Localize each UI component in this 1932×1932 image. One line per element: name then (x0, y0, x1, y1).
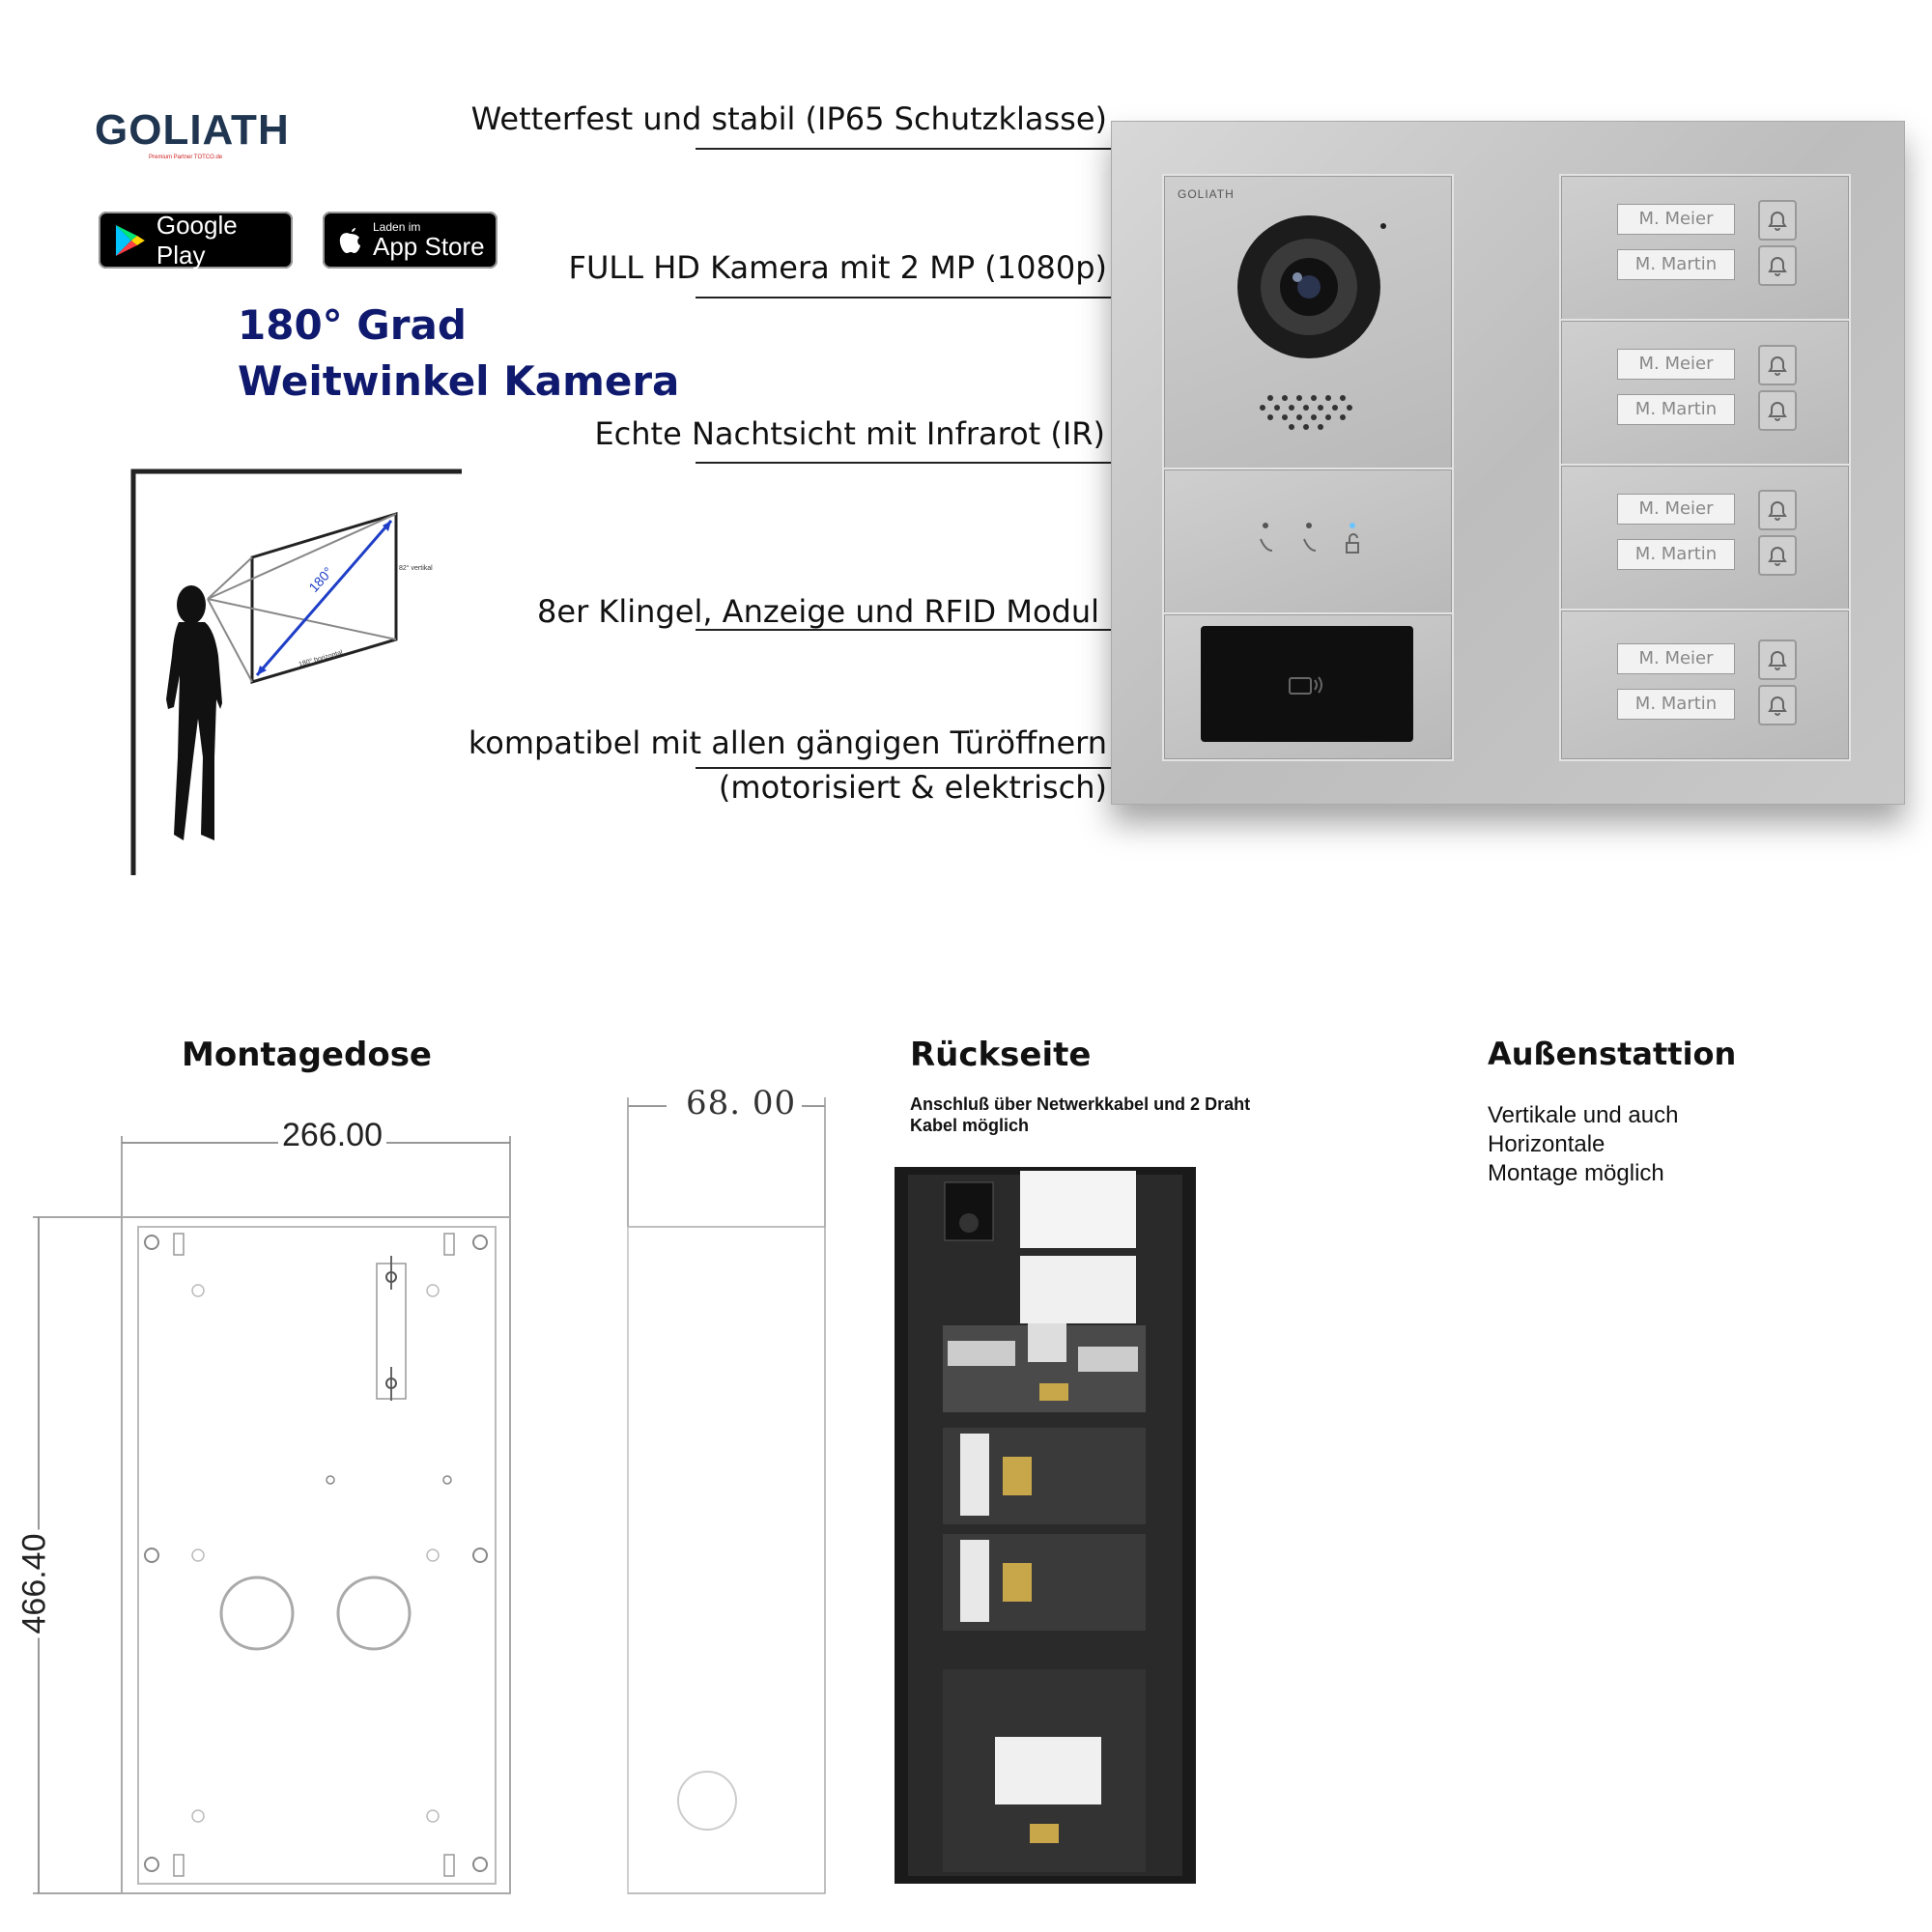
camera-module: GOLIATH (1162, 174, 1454, 471)
bell-icon (1768, 501, 1787, 521)
back-side-photo (895, 1167, 1196, 1884)
bell-icon (1768, 356, 1787, 376)
person-silhouette-icon (166, 585, 222, 840)
bell-module-4: M. Meier M. Martin (1559, 609, 1851, 761)
bell-button[interactable] (1758, 685, 1797, 725)
feature-compatible-sub: (motorisiert & elektrisch) (718, 769, 1107, 806)
feature-nightvision: Echte Nachtsicht mit Infrarot (IR) (594, 415, 1105, 452)
google-play-icon (115, 224, 145, 256)
feature-underline (696, 629, 1111, 631)
bell-button[interactable] (1758, 639, 1797, 680)
door-station-panel: GOLIATH (1111, 121, 1905, 805)
apple-icon (339, 227, 360, 253)
rueckseite-subtitle-line2: Kabel möglich (910, 1116, 1030, 1135)
feature-weatherproof: Wetterfest und stabil (IP65 Schutzklasse… (470, 100, 1107, 137)
bell-icon (1768, 212, 1787, 231)
headline: 180° Grad Weitwinkel Kamera (238, 298, 679, 410)
aussenstation-text-line2: Horizontale (1488, 1131, 1605, 1157)
mounting-box-side-drawing (627, 1097, 826, 1894)
aussenstation-note: Vertikale und auch Horizontale Montage m… (1488, 1101, 1678, 1188)
app-store-label: App Store (373, 231, 485, 261)
unlock-icon (1346, 542, 1359, 554)
feature-compatible: kompatibel mit allen gängigen Türöffnern (468, 724, 1107, 761)
bell-button[interactable] (1758, 245, 1797, 286)
nameplate[interactable]: M. Martin (1617, 249, 1735, 280)
google-play-label: Google Play (156, 210, 238, 270)
aussenstation-text-line3: Montage möglich (1488, 1160, 1664, 1186)
bell-icon (1768, 257, 1787, 276)
rueckseite-subtitle: Anschluß über Netwerkkabel und 2 Draht K… (910, 1094, 1250, 1136)
logo-subtext: Premium Partner TOTCO.de (149, 155, 223, 160)
nameplate[interactable]: M. Meier (1617, 349, 1735, 380)
vertical-label: 82° vertikal (399, 564, 433, 572)
feature-underline (696, 297, 1111, 298)
call-icon (1260, 538, 1273, 552)
bell-button[interactable] (1758, 390, 1797, 431)
app-store-badge[interactable]: Laden im App Store (323, 212, 497, 269)
mounting-box-drawing (33, 1136, 511, 1894)
bell-button[interactable] (1758, 490, 1797, 530)
rfid-icon (1289, 676, 1322, 695)
panel-logo: GOLIATH (1178, 187, 1235, 201)
headline-line2: Weitwinkel Kamera (238, 357, 680, 405)
bell-icon (1768, 547, 1787, 566)
rueckseite-title: Rückseite (910, 1036, 1092, 1074)
nameplate[interactable]: M. Martin (1617, 394, 1735, 425)
feature-underline (696, 767, 1111, 769)
nameplate[interactable]: M. Meier (1617, 204, 1735, 235)
depth-dimension: 68. 00 (680, 1084, 803, 1122)
rfid-module (1162, 612, 1454, 761)
headline-line1: 180° Grad (238, 301, 467, 349)
bell-module-3: M. Meier M. Martin (1559, 464, 1851, 612)
aussenstation-title: Außenstattion (1488, 1036, 1737, 1072)
bell-icon (1768, 402, 1787, 421)
nameplate[interactable]: M. Meier (1617, 494, 1735, 525)
camera-icon (1237, 215, 1386, 430)
status-icons (1260, 523, 1359, 554)
rfid-reader[interactable] (1201, 626, 1413, 742)
nameplate[interactable]: M. Martin (1617, 539, 1735, 570)
montagedose-title: Montagedose (182, 1036, 432, 1074)
height-dimension: 466.40 (15, 1529, 54, 1638)
goliath-logo: GOLIATH Premium Partner TOTCO.de (95, 106, 289, 164)
rueckseite-subtitle-line1: Anschluß über Netwerkkabel und 2 Draht (910, 1094, 1251, 1114)
bell-button[interactable] (1758, 535, 1797, 576)
aussenstation-text-line1: Vertikale und auch (1488, 1102, 1679, 1128)
wide-angle-diagram: 180° 82° vertikal 180° horizontal (130, 469, 462, 875)
bell-button[interactable] (1758, 345, 1797, 385)
bell-module-1: M. Meier M. Martin (1559, 174, 1851, 323)
app-store-small-label: Laden im (373, 219, 421, 234)
bell-icon (1768, 651, 1787, 670)
feature-modules: 8er Klingel, Anzeige und RFID Modul (537, 593, 1099, 630)
indicator-module (1162, 468, 1454, 616)
feature-camera: FULL HD Kamera mit 2 MP (1080p) (568, 249, 1107, 286)
bell-button[interactable] (1758, 200, 1797, 241)
feature-underline (696, 148, 1111, 150)
bell-icon (1768, 696, 1787, 716)
width-dimension: 266.00 (278, 1117, 386, 1154)
bell-module-2: M. Meier M. Martin (1559, 319, 1851, 468)
feature-underline (696, 462, 1111, 464)
talk-icon (1303, 538, 1317, 552)
nameplate[interactable]: M. Martin (1617, 689, 1735, 720)
google-play-badge[interactable]: Google Play (99, 210, 293, 270)
nameplate[interactable]: M. Meier (1617, 643, 1735, 674)
logo-text: GOLIATH (95, 106, 290, 154)
